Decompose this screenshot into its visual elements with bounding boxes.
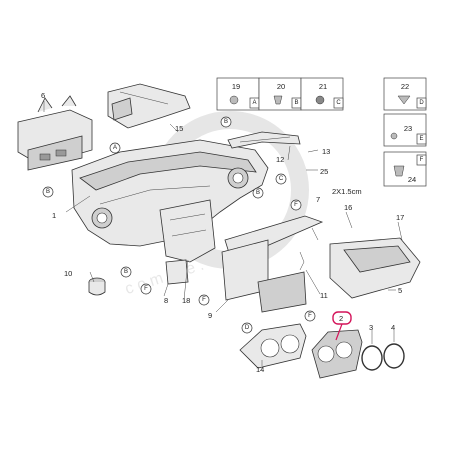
part-11-bracket [299, 251, 305, 271]
callout-8: 8 [164, 296, 168, 305]
fastener-letter-c: C [336, 100, 341, 106]
part-18-bracket [159, 199, 216, 263]
callout-10: 10 [64, 269, 72, 278]
fastener-box-22: 22 D [383, 77, 427, 111]
part-8-small-bracket [165, 259, 189, 285]
svg-text:D: D [245, 325, 250, 331]
callout-16: 16 [344, 203, 352, 212]
part-15-air-duct [107, 83, 191, 129]
part-2-instrument-cluster [311, 311, 363, 379]
callout-7: 7 [316, 195, 320, 204]
svg-text:B: B [46, 189, 50, 195]
fastener-number-21: 21 [319, 82, 327, 91]
fastener-number-22: 22 [401, 82, 409, 91]
part-numbers: 6 15 1 12 13 25 16 17 5 7 10 8 18 9 11 1… [41, 91, 404, 374]
fastener-number-23: 23 [404, 124, 412, 133]
svg-text:F: F [308, 313, 312, 319]
fastener-number-19: 19 [232, 82, 240, 91]
svg-text:A: A [113, 145, 117, 151]
callout-18: 18 [182, 296, 190, 305]
fastener-letter-a: A [252, 100, 256, 106]
callout-15: 15 [175, 124, 183, 133]
fastener-letter-d: D [419, 100, 424, 106]
fastener-box-24: F 24 [383, 151, 427, 187]
callout-3: 3 [369, 323, 373, 332]
fastener-box-19: 19 A [216, 77, 260, 111]
letter-markers: A B B C B F B F F D F [42, 116, 316, 334]
svg-text:C: C [279, 176, 284, 182]
callout-11: 11 [320, 291, 328, 300]
part-3-ring [361, 345, 383, 371]
svg-text:B: B [124, 269, 128, 275]
svg-text:F: F [294, 202, 298, 208]
part-14-cluster-bezel [239, 323, 307, 369]
callout-4: 4 [391, 323, 395, 332]
callout-17: 17 [396, 213, 404, 222]
fastener-box-20: 20 B [258, 77, 302, 111]
svg-text:B: B [256, 190, 260, 196]
callout-25: 25 [320, 167, 328, 176]
svg-text:B: B [224, 119, 228, 125]
callout-6: 6 [41, 91, 45, 100]
fastener-number-20: 20 [277, 82, 285, 91]
size-note: 2X1.5cm [332, 187, 362, 196]
svg-text:F: F [144, 286, 148, 292]
part-1-instrument-panel [71, 139, 269, 247]
part-4-ring [383, 343, 405, 369]
part-12-defrost-vent [227, 131, 301, 149]
fastener-letter-b: B [294, 100, 298, 106]
leader-lines [43, 101, 403, 366]
part-9-display-panel [221, 239, 307, 313]
callout-14: 14 [256, 365, 264, 374]
callout-9: 9 [208, 311, 212, 320]
part-5-glove-box [329, 237, 421, 299]
callout-2: 2 [339, 314, 343, 323]
fastener-number-24: 24 [408, 175, 416, 184]
fastener-box-21: 21 C [300, 77, 344, 111]
part-10-knob [88, 277, 106, 296]
svg-text:F: F [202, 297, 206, 303]
fastener-letter-e: E [419, 136, 423, 142]
part-6-console-bracket [17, 95, 93, 171]
fastener-box-23: 23 E [383, 113, 427, 147]
callout-5: 5 [398, 286, 402, 295]
fastener-letter-f: F [420, 157, 424, 163]
callout-1: 1 [52, 211, 56, 220]
callout-13: 13 [322, 147, 330, 156]
callout-12: 12 [276, 155, 284, 164]
